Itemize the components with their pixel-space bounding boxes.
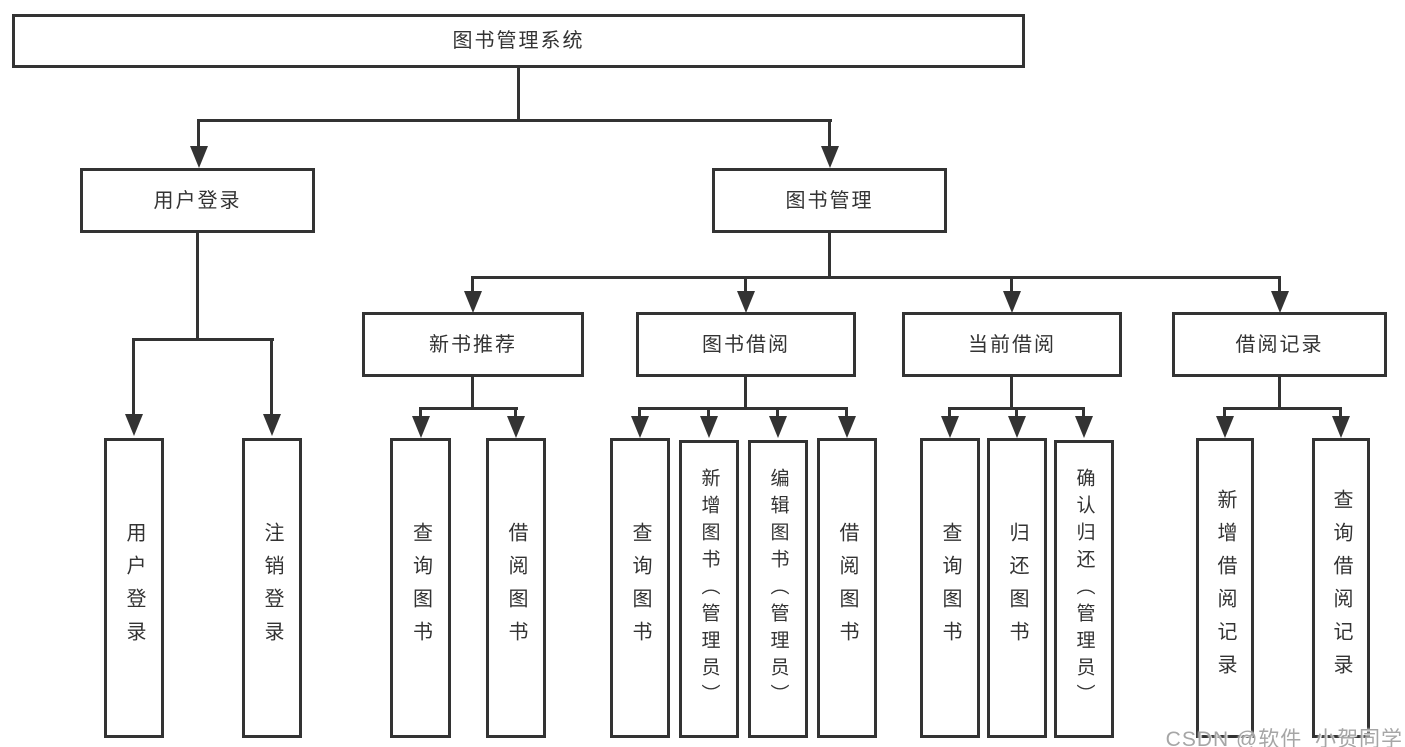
leaf-query-books: 查询图书 (390, 438, 451, 738)
node-book-management: 图书管理 (712, 168, 947, 233)
node-book-borrow: 图书借阅 (636, 312, 856, 377)
connector-line (196, 233, 199, 338)
arrow-down-icon (1215, 416, 1234, 438)
leaf-user-login: 用户登录 (104, 438, 164, 738)
connector-arrow (1215, 407, 1234, 438)
leaf-query-books: 查询图书 (920, 438, 980, 738)
arrow-down-icon (837, 416, 856, 438)
arrow-down-icon (1331, 416, 1350, 438)
connector-arrow (506, 407, 525, 438)
connector-arrow (463, 276, 482, 313)
connector-arrow (1007, 407, 1026, 438)
connector-arrow (124, 338, 143, 436)
connector-arrow (189, 119, 208, 168)
leaf-confirm-return-admin: 确认归还（管理员） (1054, 440, 1114, 738)
connector-arrow (262, 338, 281, 436)
connector-arrow (1002, 276, 1021, 313)
arrow-down-icon (262, 414, 281, 436)
connector-line (471, 276, 1281, 279)
arrow-down-icon (1270, 291, 1289, 313)
connector-line (197, 119, 832, 122)
connector-line (638, 407, 848, 410)
arrow-down-icon (1002, 291, 1021, 313)
arrow-down-icon (630, 416, 649, 438)
connector-arrow (736, 276, 755, 313)
connector-line (132, 338, 274, 341)
arrow-down-icon (189, 146, 208, 168)
arrow-down-icon (1007, 416, 1026, 438)
node-user-login: 用户登录 (80, 168, 315, 233)
arrow-down-icon (940, 416, 959, 438)
connector-arrow (1074, 407, 1093, 438)
leaf-add-borrow-record: 新增借阅记录 (1196, 438, 1254, 738)
connector-arrow (837, 407, 856, 438)
leaf-add-books-admin: 新增图书（管理员） (679, 440, 739, 738)
connector-arrow (768, 407, 787, 438)
connector-arrow (940, 407, 959, 438)
arrow-down-icon (463, 291, 482, 313)
csdn-watermark: CSDN @软件_小贺同学 (1165, 728, 1403, 747)
arrow-down-icon (124, 414, 143, 436)
node-current-borrow: 当前借阅 (902, 312, 1122, 377)
arrow-down-icon (411, 416, 430, 438)
leaf-borrow-books: 借阅图书 (817, 438, 877, 738)
arrow-down-icon (1074, 416, 1093, 438)
connector-arrow (1331, 407, 1350, 438)
node-new-book-recommend: 新书推荐 (362, 312, 584, 377)
connector-line (419, 407, 518, 410)
connector-arrow (820, 119, 839, 168)
leaf-return-books: 归还图书 (987, 438, 1047, 738)
leaf-query-books: 查询图书 (610, 438, 670, 738)
leaf-query-borrow-record: 查询借阅记录 (1312, 438, 1370, 738)
node-borrow-records: 借阅记录 (1172, 312, 1387, 377)
arrow-down-icon (820, 146, 839, 168)
connector-arrow (699, 407, 718, 438)
connector-arrow (1270, 276, 1289, 313)
connector-line (471, 377, 474, 407)
leaf-edit-books-admin: 编辑图书（管理员） (748, 440, 808, 738)
connector-line (1010, 377, 1013, 407)
connector-line (744, 377, 747, 407)
node-root-system: 图书管理系统 (12, 14, 1025, 68)
connector-line (517, 68, 520, 119)
connector-arrow (411, 407, 430, 438)
connector-arrow (630, 407, 649, 438)
arrow-down-icon (506, 416, 525, 438)
connector-line (1223, 407, 1342, 410)
arrow-down-icon (768, 416, 787, 438)
leaf-borrow-books: 借阅图书 (486, 438, 546, 738)
arrow-down-icon (736, 291, 755, 313)
leaf-logout-login: 注销登录 (242, 438, 302, 738)
connector-line (1278, 377, 1281, 407)
arrow-down-icon (699, 416, 718, 438)
connector-line (828, 233, 831, 276)
